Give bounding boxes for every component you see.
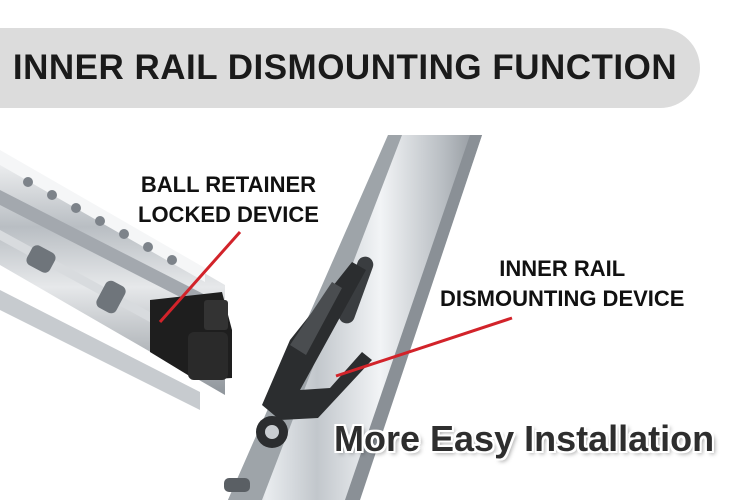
inner-rail [224,135,482,500]
ball-retainer-label-line-2: LOCKED DEVICE [138,202,319,227]
dismount-pointer-line [335,316,513,378]
left-slide-rail [0,150,232,410]
ball-retainer-label-line-1: BALL RETAINER [140,172,317,197]
retainer-pointer-line [158,231,242,323]
inner-rail-label-line-2: DISMOUNTING DEVICE [440,286,685,311]
inner-rail-label: INNER RAIL DISMOUNTING DEVICE [440,254,684,314]
ball-retainer-label: BALL RETAINER LOCKED DEVICE [138,170,319,230]
inner-rail-label-line-1: INNER RAIL [499,256,626,281]
title-banner: INNER RAIL DISMOUNTING FUNCTION [0,28,700,108]
page-title: INNER RAIL DISMOUNTING FUNCTION [12,48,678,87]
installation-caption: More Easy Installation [334,418,715,459]
